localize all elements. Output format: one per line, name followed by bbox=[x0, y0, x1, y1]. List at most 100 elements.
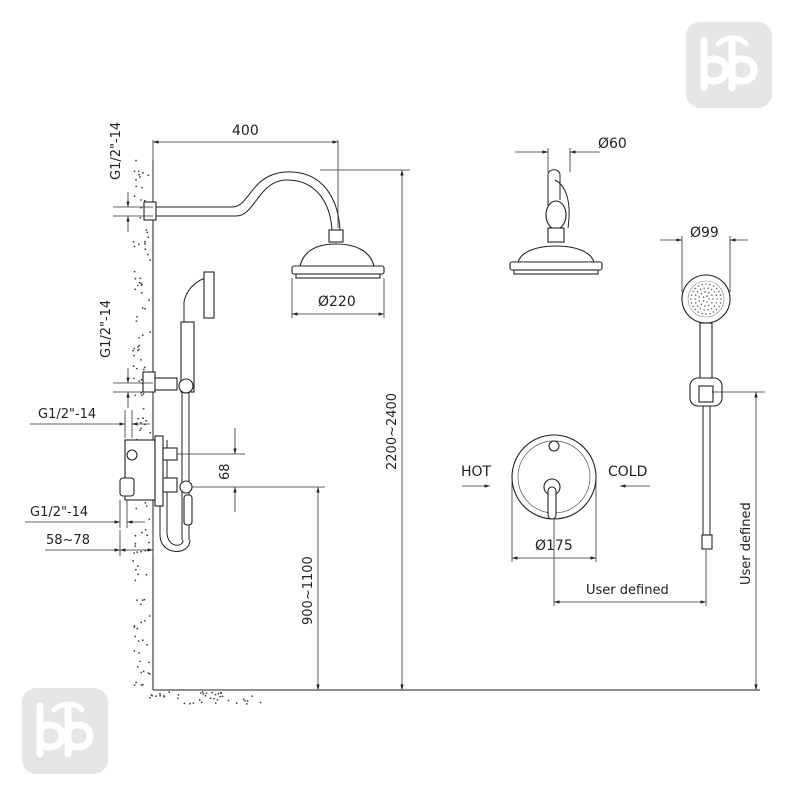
wall-stipple-dot bbox=[133, 347, 136, 350]
wall-stipple-dot bbox=[137, 346, 139, 348]
spray-nozzle-dot bbox=[715, 302, 718, 304]
floor-stipple-dot bbox=[244, 700, 246, 702]
wall-stipple-dot bbox=[132, 559, 135, 562]
wall-stipple-dot bbox=[135, 178, 137, 181]
bb-logo-icon bbox=[700, 35, 758, 92]
thread-top-label: G1/2"-14 bbox=[109, 122, 124, 180]
spray-nozzle-dot bbox=[718, 305, 720, 308]
floor-stipple-dot bbox=[216, 699, 219, 701]
wall-stipple-dot bbox=[134, 542, 137, 545]
spray-nozzle-dot bbox=[694, 302, 697, 304]
cold-label: COLD bbox=[608, 464, 647, 480]
wall-stipple-dot bbox=[144, 620, 146, 622]
front-valve-plate bbox=[511, 434, 597, 520]
wall-stipple-dot bbox=[141, 683, 144, 686]
wall-stipple-dot bbox=[147, 672, 150, 675]
spray-nozzle-dot bbox=[710, 307, 713, 310]
front-shower-head bbox=[509, 169, 603, 275]
spray-nozzle-dot bbox=[719, 302, 722, 304]
wall-stipple-dot bbox=[135, 159, 137, 162]
floor-stipple-dot bbox=[202, 693, 205, 695]
thread-middle-label: G1/2"-14 bbox=[99, 300, 114, 358]
wall-stipple-dot bbox=[133, 195, 136, 198]
spray-nozzle-dot bbox=[720, 298, 722, 300]
floor-stipple-dot bbox=[259, 701, 262, 704]
floor-stipple-dot bbox=[213, 697, 215, 700]
spray-nozzle-dot bbox=[713, 291, 716, 293]
floor-stipple-dot bbox=[201, 691, 204, 693]
spray-nozzle-dot bbox=[707, 309, 709, 311]
floor-stipple-dot bbox=[189, 702, 191, 705]
spray-nozzle-dot bbox=[692, 290, 694, 293]
wall-stipple-dot bbox=[140, 621, 143, 624]
wall-stipple-dot bbox=[136, 666, 139, 668]
spray-nozzle-dot bbox=[719, 294, 722, 296]
wall-stipple-dot bbox=[149, 673, 151, 675]
wall-stipple-dot bbox=[141, 599, 144, 602]
bb-logo-icon bbox=[36, 701, 94, 758]
wall-stipple-dot bbox=[149, 331, 152, 334]
spray-nozzle-dot bbox=[694, 308, 697, 311]
wall-stipple-dot bbox=[147, 236, 150, 239]
spray-nozzle-dot bbox=[712, 298, 714, 300]
wall-stipple-dot bbox=[140, 421, 142, 424]
spray-nozzle-dot bbox=[701, 312, 703, 315]
wall-stipple-dot bbox=[143, 598, 146, 601]
wall-stipple-dot bbox=[133, 377, 135, 380]
wall-stipple-dot bbox=[136, 627, 139, 630]
spray-nozzle-dot bbox=[703, 309, 705, 311]
wall-stipple-dot bbox=[133, 650, 136, 652]
hot-label: HOT bbox=[461, 464, 492, 480]
spray-nozzle-dot bbox=[712, 285, 715, 287]
spray-nozzle-dot bbox=[705, 313, 707, 315]
floor-stipple-dot bbox=[198, 699, 201, 701]
wall-stipple-dot bbox=[133, 354, 135, 357]
head-top-diameter-label: Ø60 bbox=[598, 136, 627, 152]
floor-stipple-dot bbox=[219, 691, 222, 694]
user-defined-vertical-label: User defined bbox=[739, 502, 754, 585]
wall-stipple-dot bbox=[139, 176, 141, 178]
floor-stipple-dot bbox=[155, 695, 157, 698]
wall-stipple-dot bbox=[134, 394, 137, 397]
spray-nozzle-dot bbox=[697, 285, 700, 287]
floor-stipple-dot bbox=[246, 700, 249, 702]
spray-nozzle-dot bbox=[694, 294, 697, 297]
wall-stipple-dot bbox=[132, 365, 135, 368]
spray-nozzle-dot bbox=[698, 296, 701, 298]
spray-nozzle-dot bbox=[699, 307, 702, 310]
wall-stipple-dot bbox=[140, 378, 143, 381]
side-shower-arm bbox=[143, 171, 385, 279]
spray-nozzle-dot bbox=[702, 296, 705, 299]
floor-stipple-dot bbox=[235, 702, 238, 704]
wall-stipple-dot bbox=[137, 243, 140, 246]
spray-nozzle-dot bbox=[694, 298, 696, 300]
wall-stipple-dot bbox=[143, 366, 146, 369]
wall-stipple-dot bbox=[140, 291, 143, 294]
wall-stipple-dot bbox=[134, 635, 137, 638]
valve-offset-label: 68 bbox=[218, 463, 233, 480]
wall-stipple-dot bbox=[138, 380, 141, 382]
brand-logo-bottom-left bbox=[22, 688, 108, 774]
spray-nozzle-dot bbox=[705, 283, 707, 285]
wall-stipple-dot bbox=[145, 419, 148, 422]
wall-stipple-dot bbox=[146, 534, 149, 536]
wall-stipple-dot bbox=[141, 639, 144, 642]
floor-stipple-dot bbox=[221, 695, 224, 698]
spray-nozzle-dot bbox=[711, 294, 713, 297]
floor-stipple-dot bbox=[211, 691, 214, 694]
spray-nozzle-dot bbox=[701, 283, 703, 286]
wall-stipple-dot bbox=[138, 652, 141, 654]
spray-nozzle-dot bbox=[700, 303, 703, 306]
wall-stipple-dot bbox=[139, 216, 142, 219]
wall-stipple-dot bbox=[135, 507, 138, 510]
spray-nozzle-dot bbox=[697, 311, 700, 313]
floor-stipple-dot bbox=[209, 697, 212, 700]
wall-stipple-dot bbox=[137, 640, 140, 642]
spray-nozzle-dot bbox=[692, 305, 694, 308]
spray-nozzle-dot bbox=[699, 288, 702, 291]
wall-stipple-dot bbox=[134, 277, 137, 280]
floor-stipple-dot bbox=[168, 691, 171, 693]
floor-stipple-dot bbox=[177, 697, 179, 700]
wall-stipple-dot bbox=[135, 185, 138, 188]
